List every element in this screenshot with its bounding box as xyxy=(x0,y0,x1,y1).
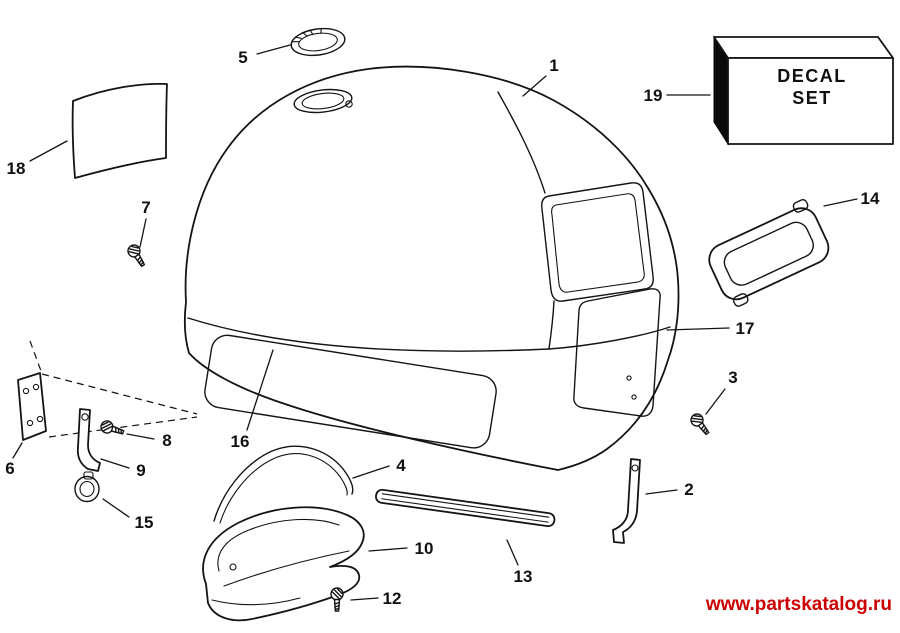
bezel-frame-14 xyxy=(708,198,830,307)
cover-band-front xyxy=(187,317,550,352)
seal-cable-4 xyxy=(213,445,354,524)
seal-strip-13 xyxy=(375,488,556,528)
callout-18: 18 xyxy=(7,159,26,178)
side-panel-17 xyxy=(573,288,661,417)
callout-16: 16 xyxy=(231,432,250,451)
cover-crease-lower xyxy=(548,300,555,350)
callout-leader-lines xyxy=(12,44,858,601)
support-bracket-2 xyxy=(612,458,641,544)
engine-cover xyxy=(183,65,680,471)
callout-5: 5 xyxy=(238,48,247,67)
screw-3 xyxy=(687,410,713,438)
decal-set-box: DECAL SET xyxy=(713,35,894,146)
screw-7 xyxy=(125,242,149,270)
rear-vent-window xyxy=(541,182,654,302)
decal-text-line2: SET xyxy=(792,88,832,108)
callout-12: 12 xyxy=(383,589,402,608)
callout-labels: 1 2 3 4 5 6 7 8 9 10 12 13 14 15 16 17 1… xyxy=(5,48,880,608)
cover-band-side xyxy=(548,326,671,350)
decal-box-top xyxy=(713,36,894,59)
callout-2: 2 xyxy=(684,480,693,499)
screw-8 xyxy=(98,418,126,439)
callout-17: 17 xyxy=(736,319,755,338)
callout-9: 9 xyxy=(136,461,145,480)
decal-text-line1: DECAL xyxy=(777,66,847,86)
front-panel-16 xyxy=(204,334,497,449)
callout-8: 8 xyxy=(162,431,171,450)
callout-15: 15 xyxy=(135,513,154,532)
assembly-dashed-lines xyxy=(29,340,198,438)
callout-3: 3 xyxy=(728,368,737,387)
screw-12 xyxy=(330,587,344,612)
plate-18 xyxy=(71,82,168,179)
callout-14: 14 xyxy=(861,189,880,208)
callout-1: 1 xyxy=(549,56,558,75)
callout-4: 4 xyxy=(396,456,406,475)
hook-bracket-9 xyxy=(76,408,101,472)
cap-emblem xyxy=(290,27,346,57)
callout-7: 7 xyxy=(141,198,150,217)
cover-crease-line xyxy=(497,91,546,194)
callout-13: 13 xyxy=(514,567,533,586)
clamp-ring-15 xyxy=(74,471,100,503)
watermark-text: www.partskatalog.ru xyxy=(705,594,892,615)
callout-10: 10 xyxy=(415,539,434,558)
intake-scoop-10 xyxy=(202,506,365,622)
mount-plate-6 xyxy=(17,372,47,441)
callout-19: 19 xyxy=(644,86,663,105)
decal-box-front xyxy=(727,57,894,145)
fuel-cap-recess xyxy=(293,88,353,114)
callout-6: 6 xyxy=(5,459,14,478)
